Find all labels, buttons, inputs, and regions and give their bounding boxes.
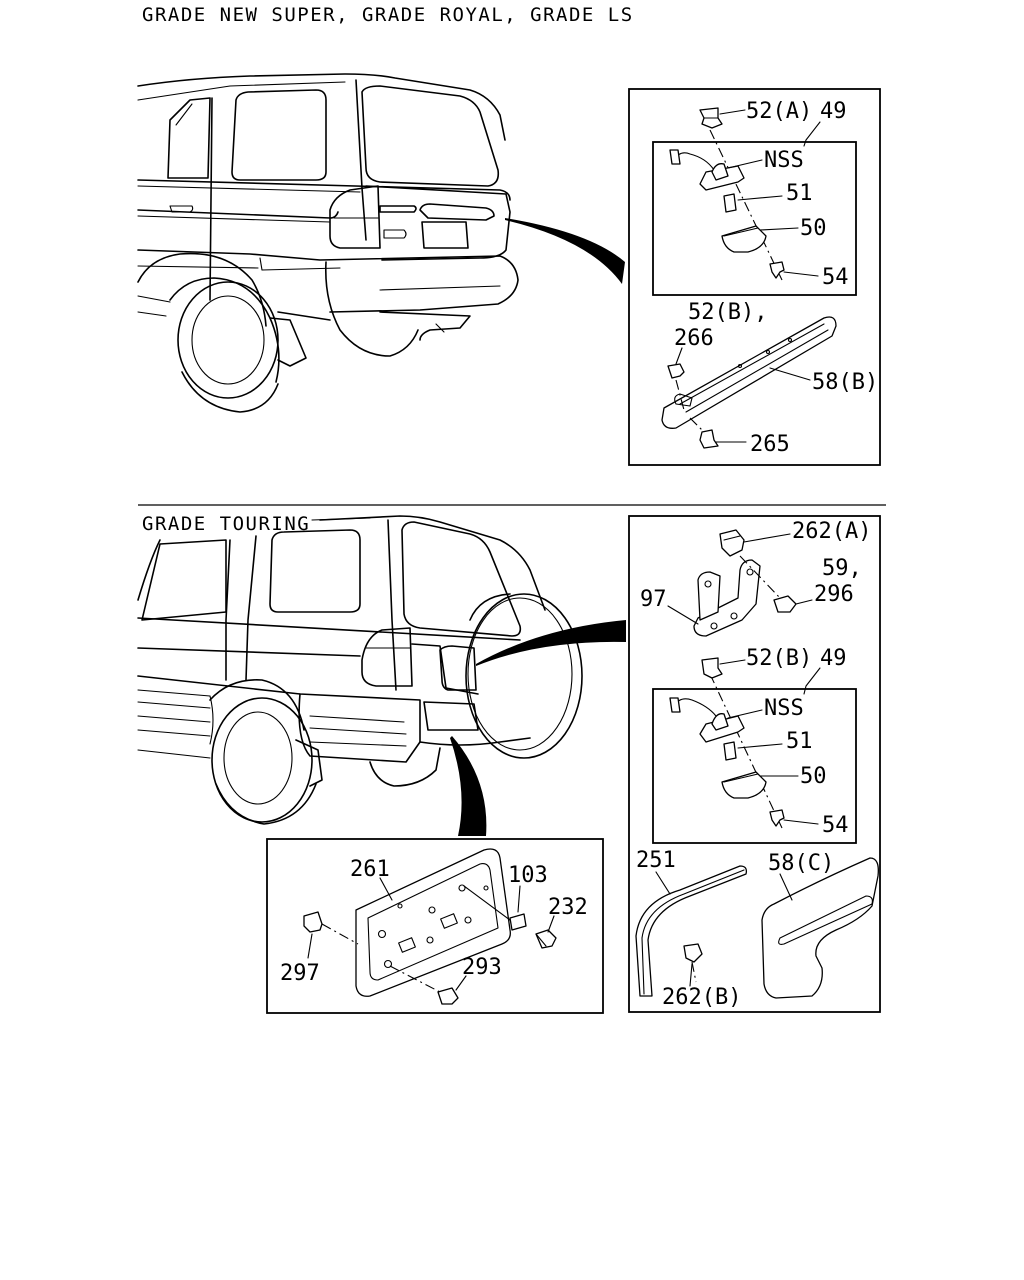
clip-266-part xyxy=(667,363,685,379)
callout-49: 49 xyxy=(820,99,847,124)
callout-nss: NSS xyxy=(764,148,804,173)
callout-59: 59, xyxy=(822,556,862,581)
detail-box-top xyxy=(628,88,881,466)
detail-pointer-top xyxy=(505,218,625,284)
license-lamp-area-bottom xyxy=(439,645,477,691)
spare-tyre xyxy=(465,593,583,759)
callout-261: 261 xyxy=(350,857,390,882)
parts-group-plate-bracket-261 xyxy=(303,848,557,1005)
callout-296: 296 xyxy=(814,582,854,607)
lens-50-part xyxy=(721,225,767,253)
screw-293-part xyxy=(437,987,459,1005)
callout-50: 50 xyxy=(800,216,827,241)
parts-group-license-lamp-bottom xyxy=(669,657,821,829)
page-title: GRADE NEW SUPER, GRADE ROYAL, GRADE LS xyxy=(142,4,634,26)
detail-box-bottom-right xyxy=(628,515,881,1013)
screw-265-part xyxy=(699,429,719,449)
detail-inner-box-top xyxy=(652,141,857,296)
callout-293: 293 xyxy=(462,955,502,980)
callout-52b-top: 52(B), xyxy=(688,300,767,325)
license-lamp-garnish xyxy=(419,203,495,221)
parts-group-license-lamp-top xyxy=(669,107,821,281)
callout-97: 97 xyxy=(640,587,667,612)
bracket-97-part xyxy=(693,559,761,637)
bulb-51-part xyxy=(723,193,737,213)
plate-bracket-261-part xyxy=(355,848,511,997)
callout-50-bottom: 50 xyxy=(800,764,827,789)
parts-group-trim-251-58c xyxy=(635,857,879,999)
section-label-touring: GRADE TOURING xyxy=(142,513,310,535)
callout-54: 54 xyxy=(822,265,849,290)
detail-box-bottom-left xyxy=(266,838,604,1014)
screw-54-part xyxy=(769,261,785,279)
parts-group-bracket-97 xyxy=(667,529,813,637)
callout-251: 251 xyxy=(636,848,676,873)
bolt-296-part xyxy=(773,595,797,613)
moulding-251-part xyxy=(635,865,748,997)
callout-54-bottom: 54 xyxy=(822,813,849,838)
callout-297: 297 xyxy=(280,961,320,986)
callout-266: 266 xyxy=(674,326,714,351)
callout-262b: 262(B) xyxy=(662,985,741,1010)
vehicle-rear-view-bottom xyxy=(137,515,583,825)
clip-103-part xyxy=(509,913,527,931)
vehicle-rear-view-top xyxy=(137,73,519,413)
clip-262b-part xyxy=(683,943,703,963)
callout-51-bottom: 51 xyxy=(786,729,813,754)
nut-262a-part xyxy=(719,529,745,557)
callout-262a: 262(A) xyxy=(792,519,871,544)
detail-pointer-bottom-left xyxy=(450,736,487,836)
parts-group-garnish-58b xyxy=(661,316,837,449)
detail-pointer-bottom-right xyxy=(476,620,626,666)
callout-52a: 52(A) xyxy=(746,99,812,124)
callout-58c: 58(C) xyxy=(768,851,834,876)
nut-297-part xyxy=(303,911,323,933)
callout-232: 232 xyxy=(548,895,588,920)
clip-52b-part xyxy=(701,657,723,679)
callout-nss-bottom: NSS xyxy=(764,696,804,721)
callout-52b-bottom: 52(B) xyxy=(746,646,812,671)
callout-51: 51 xyxy=(786,181,813,206)
detail-inner-box-bottom xyxy=(652,688,857,844)
callout-265: 265 xyxy=(750,432,790,457)
screw-232-part xyxy=(535,929,557,949)
callout-58b: 58(B) xyxy=(812,370,878,395)
callout-103: 103 xyxy=(508,863,548,888)
callout-49-bottom: 49 xyxy=(820,646,847,671)
